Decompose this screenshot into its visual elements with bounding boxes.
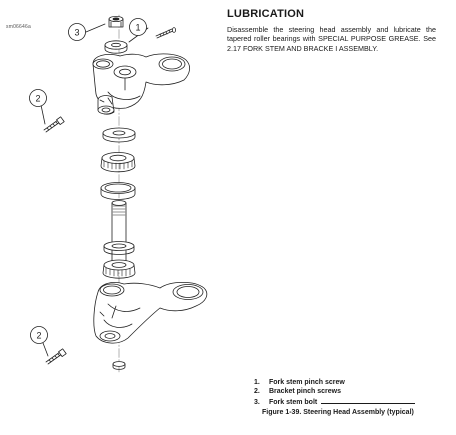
bolt-washer [104,40,128,54]
fork-stem-bolt [108,15,124,28]
fork-stem [111,200,127,268]
figure-legend: 1. Fork stem pinch screw 2. Bracket pinch … [254,379,416,408]
callout-3: 3 [68,23,86,41]
legend-number: 2. [254,387,260,395]
callout-leader-2-upper [40,104,46,125]
legend-item: 3. Fork stem bolt [254,397,416,408]
callout-leader-3 [85,23,106,33]
upper-fork-bracket [92,53,190,115]
legend-label: Fork stem bolt [269,398,318,406]
legend-item: 2. Bracket pinch screws [254,388,415,397]
steering-head-exploded-drawing: 1 2 3 2 [29,14,208,373]
section-title: LUBRICATION [227,8,305,20]
callout-leader-2-lower [42,342,49,357]
callout-2-lower-label: 2 [36,331,41,341]
bracket-pinch-screw-lower [45,348,67,365]
stem-bottom-nut [112,361,126,370]
upper-bearing-cup [100,182,136,200]
callout-1-label: 1 [135,23,140,33]
figure-caption: Figure 1-39. Steering Head Assembly (typ… [262,409,414,416]
legend-item: 1. Fork stem pinch screw [254,379,415,388]
legend-label: Bracket pinch screws [269,387,341,395]
legend-number: 3. [254,398,260,406]
callout-2-upper-label: 2 [35,94,40,104]
legend-blank-line [321,397,416,404]
callout-3-label: 3 [74,28,79,38]
legend-number: 1. [254,379,260,386]
lower-fork-bracket [93,281,208,344]
callout-1: 1 [129,18,147,36]
fork-stem-pinch-screw [155,27,176,39]
section-body: Disassemble the steering head assembly a… [227,25,436,53]
figure-id: sm06646a [6,24,31,30]
lower-bearing-cup [103,241,135,255]
lower-tapered-roller-bearing [102,259,136,279]
legend-label: Fork stem pinch screw [269,379,345,386]
callout-2-lower: 2 [30,326,48,344]
upper-tapered-roller-bearing [100,152,136,173]
callout-2-upper: 2 [29,89,47,107]
upper-dust-seal [102,127,136,143]
bracket-pinch-screw-upper [43,116,65,133]
